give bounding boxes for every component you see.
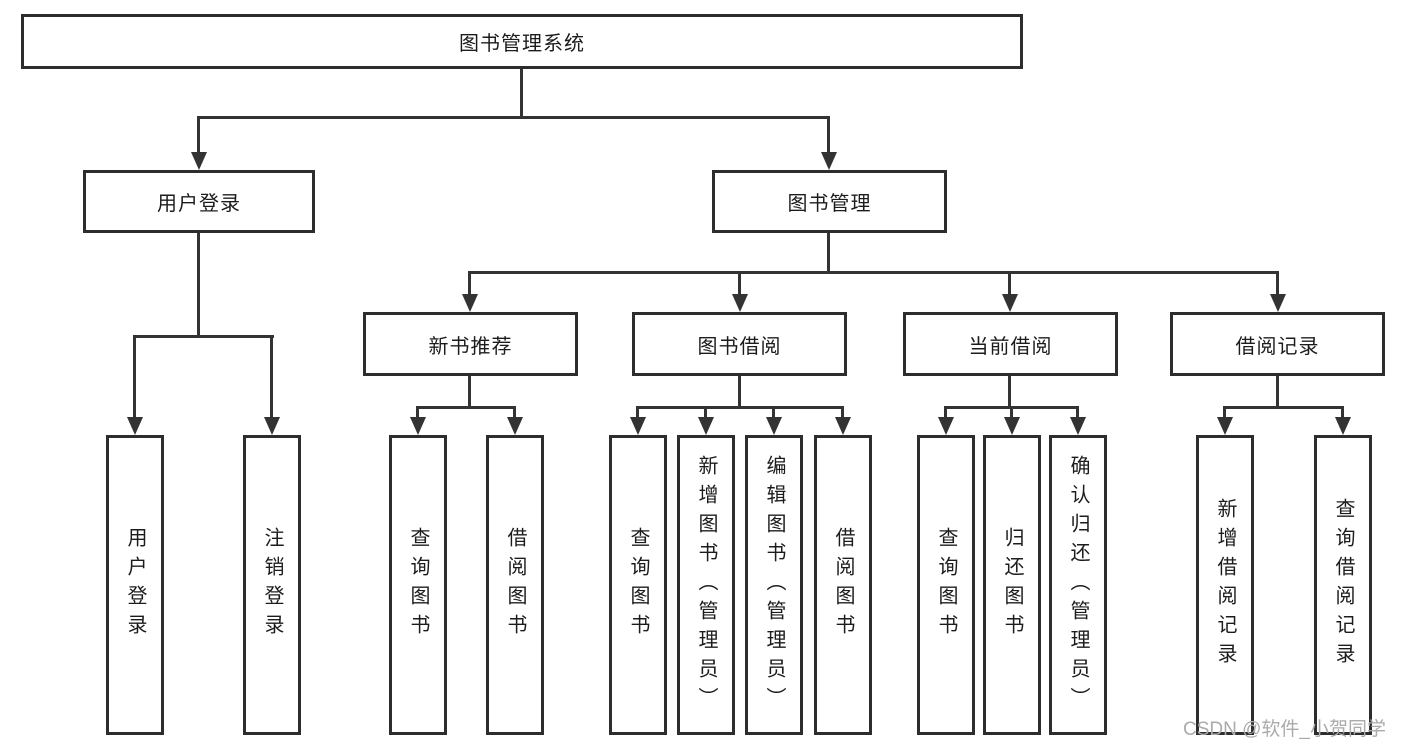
arrowhead-cb-return: [1004, 417, 1020, 435]
arrowhead-bb-add: [698, 417, 714, 435]
arrowhead-book-borrow: [732, 294, 748, 312]
node-leaf-bb-add: 新增图书（管理员）: [677, 435, 735, 735]
node-leaf-cb-query-label: 查询图书: [935, 527, 957, 643]
node-leaf-br-query-label: 查询借阅记录: [1332, 498, 1354, 672]
arrowhead-borrow-records: [1270, 294, 1286, 312]
arrowhead-rec-borrow: [507, 417, 523, 435]
connector-user-login-bar: [133, 335, 274, 338]
node-book-mgmt: 图书管理: [712, 170, 947, 233]
node-new-book-rec-label: 新书推荐: [428, 335, 513, 358]
connector-book-borrow-bar: [636, 406, 844, 409]
node-root-label: 图书管理系统: [459, 33, 585, 55]
arrowhead-cb-query: [938, 417, 954, 435]
node-leaf-cb-confirm: 确认归还（管理员）: [1049, 435, 1107, 735]
node-root: 图书管理系统: [21, 14, 1023, 69]
connector-drop-bb-add: [704, 406, 707, 419]
connector-drop-bb-borrow: [841, 406, 844, 419]
arrowhead-leaf-user-login: [127, 417, 143, 435]
node-leaf-bb-query: 查询图书: [609, 435, 667, 735]
arrowhead-current-borrow: [1002, 294, 1018, 312]
node-leaf-bb-add-label: 新增图书（管理员）: [695, 454, 717, 716]
node-leaf-user-login-label: 用户登录: [124, 527, 146, 643]
arrowhead-user-login: [191, 152, 207, 170]
node-leaf-rec-borrow: 借阅图书: [486, 435, 544, 735]
arrowhead-bb-borrow: [835, 417, 851, 435]
node-leaf-logout: 注销登录: [243, 435, 301, 735]
node-leaf-br-add: 新增借阅记录: [1196, 435, 1254, 735]
connector-drop-book-borrow: [738, 271, 741, 296]
connector-drop-cb-return: [1010, 406, 1013, 419]
connector-drop-br-add: [1223, 406, 1226, 419]
node-leaf-br-add-label: 新增借阅记录: [1214, 498, 1236, 672]
watermark: CSDN @软件_小贺同学: [1183, 719, 1386, 740]
node-leaf-cb-query: 查询图书: [917, 435, 975, 735]
node-leaf-user-login: 用户登录: [106, 435, 164, 735]
node-leaf-bb-query-label: 查询图书: [627, 527, 649, 643]
connector-drop-new-book-rec: [468, 271, 471, 296]
arrowhead-leaf-logout: [264, 417, 280, 435]
node-user-login: 用户登录: [83, 170, 315, 233]
node-leaf-rec-query: 查询图书: [389, 435, 447, 735]
node-current-borrow-label: 当前借阅: [968, 335, 1053, 358]
node-user-login-label: 用户登录: [157, 193, 241, 215]
connector-book-mgmt-bar: [468, 271, 1279, 274]
node-leaf-br-query: 查询借阅记录: [1314, 435, 1372, 735]
node-leaf-logout-label: 注销登录: [261, 527, 283, 643]
connector-borrow-records-stem: [1276, 375, 1279, 408]
node-leaf-rec-borrow-label: 借阅图书: [504, 527, 526, 643]
node-current-borrow: 当前借阅: [903, 312, 1118, 376]
node-new-book-rec: 新书推荐: [363, 312, 578, 376]
connector-drop-cb-query: [944, 406, 947, 419]
arrowhead-bb-edit: [766, 417, 782, 435]
node-book-mgmt-label: 图书管理: [787, 193, 872, 215]
connector-drop-borrow-records: [1276, 271, 1279, 296]
node-book-borrow: 图书借阅: [632, 312, 847, 376]
node-book-borrow-label: 图书借阅: [697, 335, 782, 358]
connector-drop-current-borrow: [1008, 271, 1011, 296]
node-borrow-records: 借阅记录: [1170, 312, 1385, 376]
connector-drop-book-mgmt: [827, 116, 830, 154]
connector-drop-bb-query: [636, 406, 639, 419]
connector-drop-rec-borrow: [513, 406, 516, 419]
node-borrow-records-label: 借阅记录: [1235, 335, 1320, 358]
connector-root-stem: [520, 68, 523, 118]
connector-drop-bb-edit: [772, 406, 775, 419]
node-leaf-bb-borrow: 借阅图书: [814, 435, 872, 735]
arrowhead-bb-query: [630, 417, 646, 435]
arrowhead-rec-query: [410, 417, 426, 435]
connector-current-borrow-stem: [1008, 375, 1011, 408]
connector-borrow-records-bar: [1223, 406, 1344, 409]
node-leaf-bb-edit-label: 编辑图书（管理员）: [763, 454, 785, 716]
arrowhead-cb-confirm: [1070, 417, 1086, 435]
connector-root-bar: [197, 116, 830, 119]
node-leaf-rec-query-label: 查询图书: [407, 527, 429, 643]
connector-drop-rec-query: [416, 406, 419, 419]
arrowhead-br-add: [1217, 417, 1233, 435]
connector-user-login-stem: [197, 233, 200, 337]
node-leaf-cb-return: 归还图书: [983, 435, 1041, 735]
node-leaf-bb-edit: 编辑图书（管理员）: [745, 435, 803, 735]
node-leaf-cb-return-label: 归还图书: [1001, 527, 1023, 643]
node-leaf-cb-confirm-label: 确认归还（管理员）: [1067, 454, 1089, 716]
connector-drop-cb-confirm: [1076, 406, 1079, 419]
connector-new-book-rec-bar: [416, 406, 516, 409]
connector-new-book-rec-stem: [468, 375, 471, 408]
connector-book-mgmt-stem: [827, 233, 830, 273]
connector-drop-user-login: [197, 116, 200, 154]
arrowhead-new-book-rec: [462, 294, 478, 312]
node-leaf-bb-borrow-label: 借阅图书: [832, 527, 854, 643]
connector-drop-leaf-logout: [270, 335, 273, 419]
connector-drop-br-query: [1341, 406, 1344, 419]
arrowhead-book-mgmt: [821, 152, 837, 170]
connector-book-borrow-stem: [738, 375, 741, 408]
connector-drop-leaf-user-login: [133, 335, 136, 419]
arrowhead-br-query: [1335, 417, 1351, 435]
